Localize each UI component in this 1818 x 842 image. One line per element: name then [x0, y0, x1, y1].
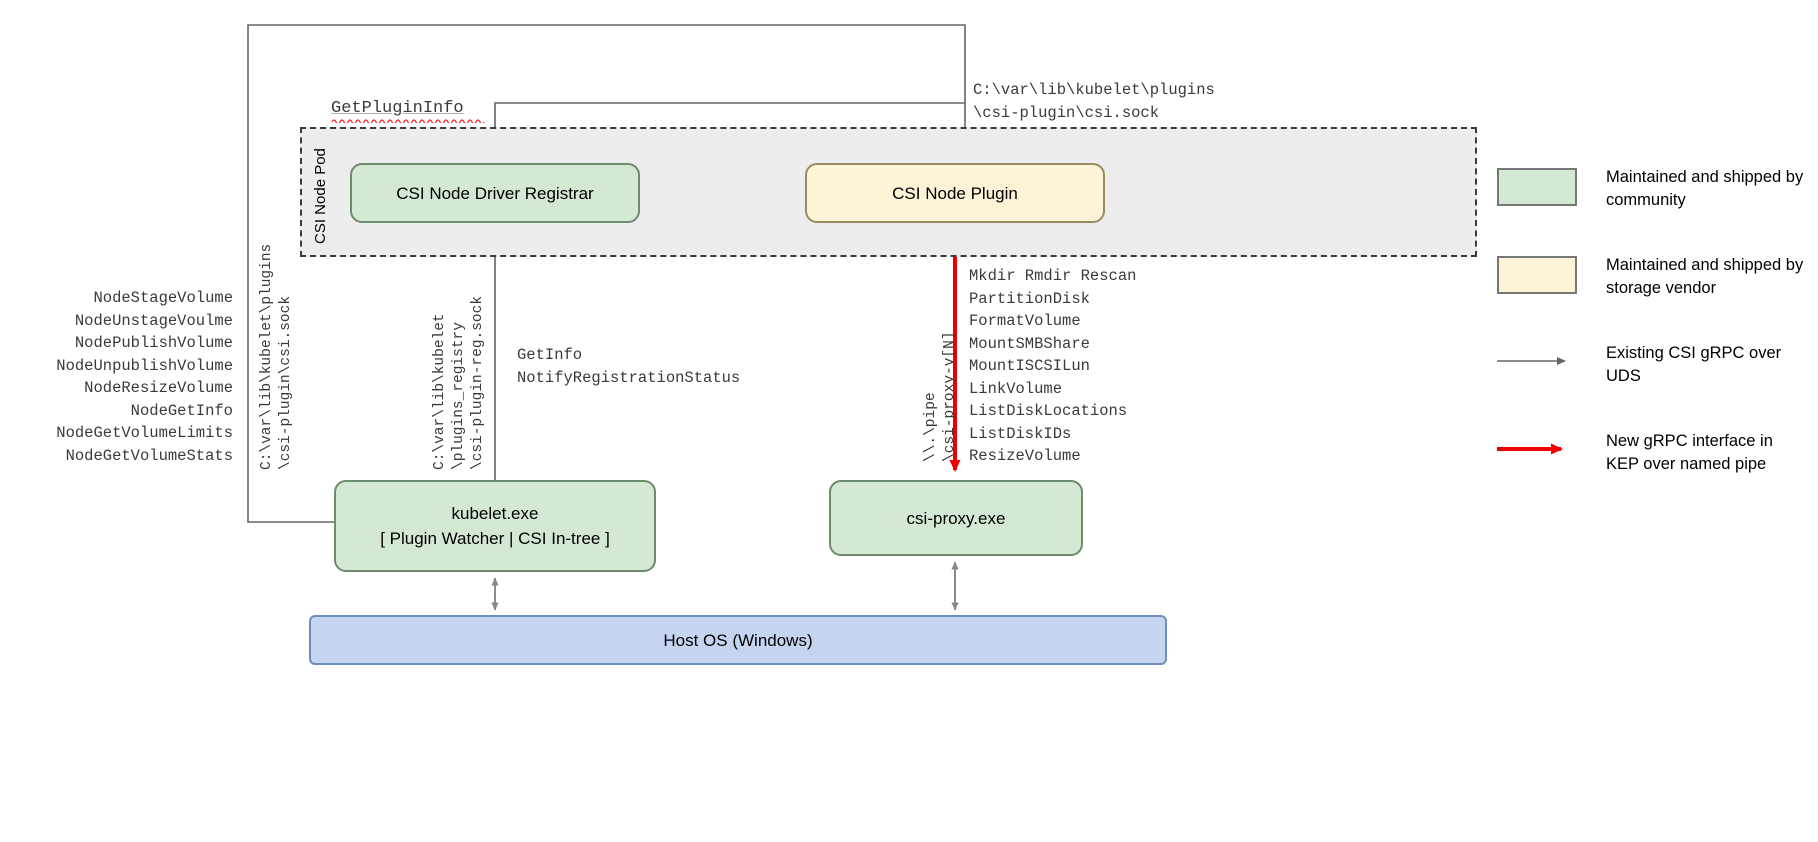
plugin-registry-socket-path-vertical: C:\var\lib\kubelet \plugins_registry \cs…: [432, 295, 486, 470]
legend-item-community: Maintained and shipped by community: [1497, 166, 1807, 220]
csi-socket-path-vertical: C:\var\lib\kubelet\plugins \csi-plugin\c…: [259, 243, 294, 470]
legend-swatch-yellow: [1497, 256, 1577, 294]
legend-label-new-grpc: New gRPC interface in KEP over named pip…: [1606, 432, 1773, 473]
kubelet-exe-box[interactable]: kubelet.exe [ Plugin Watcher | CSI In-tr…: [334, 480, 656, 572]
csi-node-driver-registrar-box[interactable]: CSI Node Driver Registrar: [350, 163, 640, 223]
csi-node-plugin-label: CSI Node Plugin: [892, 183, 1018, 203]
host-os-label: Host OS (Windows): [663, 630, 813, 650]
legend-item-existing-grpc: Existing CSI gRPC over UDS: [1497, 342, 1807, 396]
spellcheck-squiggle: [332, 119, 485, 123]
legend-item-vendor: Maintained and shipped by storage vendor: [1497, 254, 1807, 308]
legend-label-vendor: Maintained and shipped by storage vendor: [1606, 256, 1804, 297]
csi-proxy-exe-box[interactable]: csi-proxy.exe: [829, 480, 1083, 556]
csi-node-plugin-box[interactable]: CSI Node Plugin: [805, 163, 1105, 223]
kubelet-exe-sublabel: [ Plugin Watcher | CSI In-tree ]: [380, 529, 610, 548]
named-pipe-path-vertical: \\.\pipe \csi-proxy-v[N]: [923, 331, 958, 462]
csi-node-plugin-socket-path: C:\var\lib\kubelet\plugins \csi-plugin\c…: [973, 81, 1215, 122]
csi-proxy-operations-list: Mkdir Rmdir Rescan PartitionDisk FormatV…: [969, 265, 1136, 468]
node-service-rpc-list: NodeStageVolume NodeUnstageVoulme NodePu…: [18, 287, 233, 467]
legend-arrow-red-icon: [1497, 430, 1577, 468]
host-os-box[interactable]: Host OS (Windows): [309, 615, 1167, 665]
legend-label-community: Maintained and shipped by community: [1606, 168, 1804, 209]
legend-arrow-gray-icon: [1497, 342, 1577, 380]
csi-node-driver-registrar-label: CSI Node Driver Registrar: [396, 183, 594, 203]
kubelet-exe-label: kubelet.exe: [451, 504, 539, 523]
csi-proxy-exe-label: csi-proxy.exe: [906, 508, 1006, 528]
csi-proxy-operations-text: Mkdir Rmdir Rescan PartitionDisk FormatV…: [969, 267, 1137, 465]
legend: Maintained and shipped by community Main…: [1497, 166, 1807, 518]
csi-node-pod-label-text: CSI Node Pod: [312, 148, 329, 244]
registration-calls-label: GetInfo NotifyRegistrationStatus: [517, 346, 741, 387]
legend-item-new-grpc: New gRPC interface in KEP over named pip…: [1497, 430, 1807, 484]
get-plugin-info-label: GetPluginInfo: [331, 99, 464, 118]
legend-swatch-green: [1497, 168, 1577, 206]
node-service-rpc-list-text: NodeStageVolume NodeUnstageVoulme NodePu…: [56, 289, 233, 465]
legend-label-existing-grpc: Existing CSI gRPC over UDS: [1606, 344, 1782, 385]
